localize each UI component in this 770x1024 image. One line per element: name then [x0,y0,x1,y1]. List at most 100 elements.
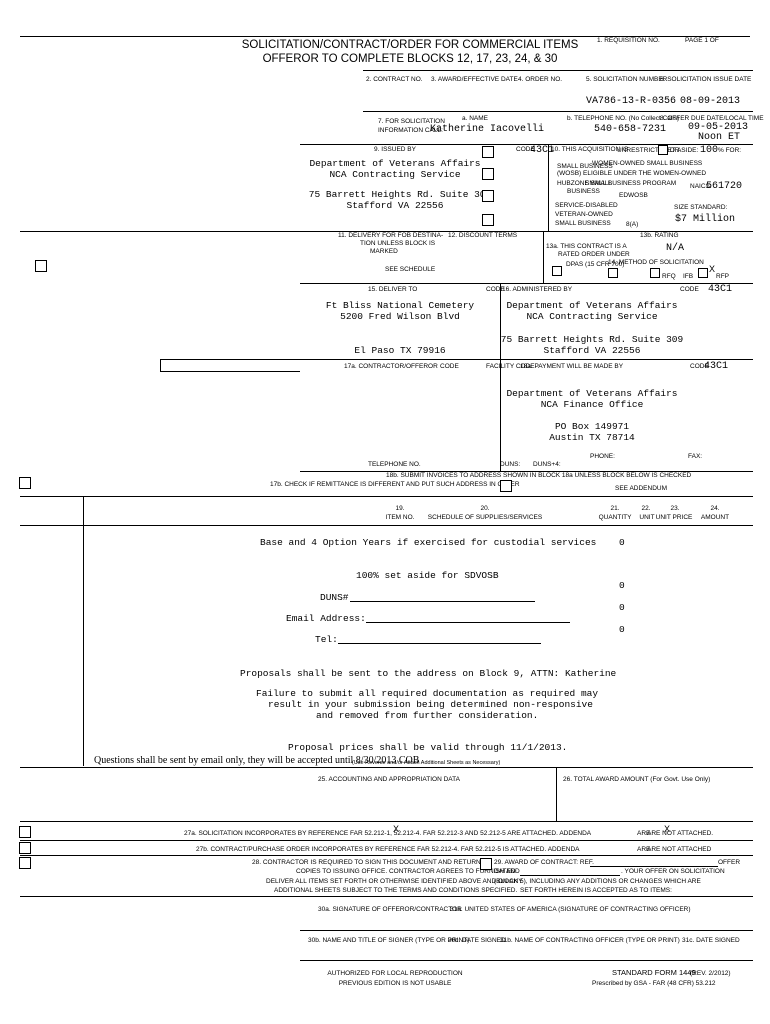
contact-name: Katherine Iacovelli [430,124,545,135]
line-base-years: Base and 4 Option Years if exercised for… [260,537,597,548]
rule [543,231,544,283]
small-business-label: SMALL BUSINESS [557,163,613,170]
sdvosb-line3: SMALL BUSINESS [555,220,611,227]
rated-label-1: 13a. THIS CONTRACT IS A [546,243,627,250]
rule [20,767,753,768]
offer-due-time: Noon ET [698,132,741,143]
prices-line: Proposal prices shall be valid through 1… [288,742,568,753]
duns-field-line[interactable] [350,601,535,602]
signature-30b-label: 30b. NAME AND TITLE OF SIGNER (TYPE OR P… [308,937,470,944]
edwosb-label: EDWOSB [619,192,648,199]
checkbox-ifb[interactable] [650,268,660,278]
col20-header: SCHEDULE OF SUPPLIES/SERVICES [427,514,543,521]
for-info-label-2: INFORMATION CALL: [378,127,443,134]
issued-by-line3: 75 Barrett Heights Rd. Suite 309 [308,189,492,200]
row29-dated-line[interactable] [520,875,620,876]
tel-field-line[interactable] [338,643,541,644]
due-date-label: 8. OFFER DUE DATE/LOCAL TIME [660,115,764,122]
row29-set-forth: SET FORTH HEREIN IS ACCEPTED AS TO ITEMS… [520,887,672,894]
acquisition-label: 10. THIS ACQUISITION IS [551,146,629,153]
size-standard: $7 Million [675,214,736,225]
checkbox-rfq[interactable] [608,268,618,278]
col22-num: 22. [641,505,651,512]
checkbox-28[interactable] [19,857,31,869]
phone-label: PHONE: [590,453,615,460]
rule [363,111,753,112]
set-aside-percent: 100 [700,145,719,156]
col21-num: 21. [610,505,620,512]
checkbox-rated[interactable] [552,266,562,276]
checkbox-hubzone[interactable] [482,190,494,202]
ifb-label: IFB [683,273,694,280]
rule [20,896,753,897]
signature-31c-label: 31c. DATE SIGNED [682,937,740,944]
sdvosb-line1: SERVICE-DISABLED [555,202,618,209]
form-title-line1: SOLICITATION/CONTRACT/ORDER FOR COMMERCI… [241,39,579,51]
deliver-to-label: 15. DELIVER TO [368,286,418,293]
signature-30c-label: 30c. DATE SIGNED [448,937,506,944]
footer-authorized: AUTHORIZED FOR LOCAL REPRODUCTION [327,970,463,977]
eight-a-label: 8(A) [626,221,639,228]
rule [20,496,753,497]
top-rule [20,36,750,37]
row27a-are: ARE [637,830,651,837]
deliver-to-line2: 5200 Fred Wilson Blvd [340,311,460,322]
footer-previous-edition: PREVIOUS EDITION IS NOT USABLE [338,980,452,987]
offer-due-date: 09-05-2013 [688,122,749,133]
checkbox-27a[interactable] [19,826,31,838]
qty-1: 0 [619,537,625,548]
delivery-label-3: MARKED [370,248,398,255]
signature-30a-label: 30a. SIGNATURE OF OFFEROR/CONTRACTOR [318,906,462,913]
administered-by-label: 16. ADMINISTERED BY [502,286,573,293]
row29-award-ref: 29. AWARD OF CONTRACT: REF. [494,859,594,866]
duns4-label: DUNS+4: [533,461,561,468]
checkbox-rfp[interactable] [698,268,708,278]
checkbox-small-business[interactable] [482,168,494,180]
contractor-code-label: CODE [440,363,459,370]
payment-code-label: CODE [690,363,709,370]
proposals-line: Proposals shall be sent to the address o… [240,668,617,679]
solicitation-issue-label: 6. SOLICITATION ISSUE DATE [660,76,752,83]
checkbox-remittance[interactable] [19,477,31,489]
row27a-mark: X [393,824,400,834]
administered-code: 43C1 [708,284,733,295]
contract-no-label: 2. CONTRACT NO. [366,76,423,83]
rfp-label: RFP [716,273,729,280]
delivery-label-1: 11. DELIVERY FOR FOB DESTINA- [338,232,444,239]
contact-phone: 540-658-7231 [594,124,667,135]
qty-2: 0 [619,580,625,591]
questions-line: Questions shall be sent by email only, t… [94,755,420,766]
col23-header: UNIT PRICE [655,514,693,521]
checkbox-27b[interactable] [19,842,31,854]
wosb-line2: (WOSB) ELIGIBLE UNDER THE WOMEN-OWNED [557,170,707,177]
issued-by-line4: Stafford VA 22556 [346,200,444,211]
checkbox-issued[interactable] [482,146,494,158]
order-no-label: 4. ORDER NO. [518,76,563,83]
rule [500,359,501,471]
contractor-label: 17a. CONTRACTOR/OFFEROR [344,363,438,370]
rating-value: N/A [666,243,685,254]
payment-line4: Austin TX 78714 [549,432,635,443]
row27b-label: 27b. CONTRACT/PURCHASE ORDER INCORPORATE… [196,846,580,853]
solicitation-issue-date: 08-09-2013 [680,96,741,107]
email-field-line[interactable] [366,622,570,623]
check-remittance-label: 17b. CHECK IF REMITTANCE IS DIFFERENT AN… [270,481,520,488]
solicitation-number-label: 5. SOLICITATION NUMBER [586,76,668,83]
email-field-label: Email Address: [286,613,366,624]
checkbox-set-aside[interactable] [658,145,668,155]
checkbox-29[interactable] [480,858,492,870]
tel-field-label: Tel: [315,634,338,645]
administered-line2: NCA Contracting Service [526,311,658,322]
checkbox-delivery[interactable] [35,260,47,272]
rule [160,371,300,372]
naics-code: 561720 [706,181,743,192]
checkbox-sdvosb[interactable] [482,214,494,226]
for-info-label-1: 7. FOR SOLICITATION [378,118,445,125]
row29-ref-line[interactable] [590,866,718,867]
rule [300,283,753,284]
footer-prescribed: Prescribed by GSA - FAR (48 CFR) 53.212 [592,980,716,987]
requisition-label: 1. REQUISITION NO. [597,37,660,44]
row27a-are-not: ARE NOT ATTACHED. [647,830,714,837]
row28-deliver: DELIVER ALL ITEMS SET FORTH OR OTHERWISE… [266,878,523,885]
checkbox-see-addendum[interactable] [500,480,512,492]
